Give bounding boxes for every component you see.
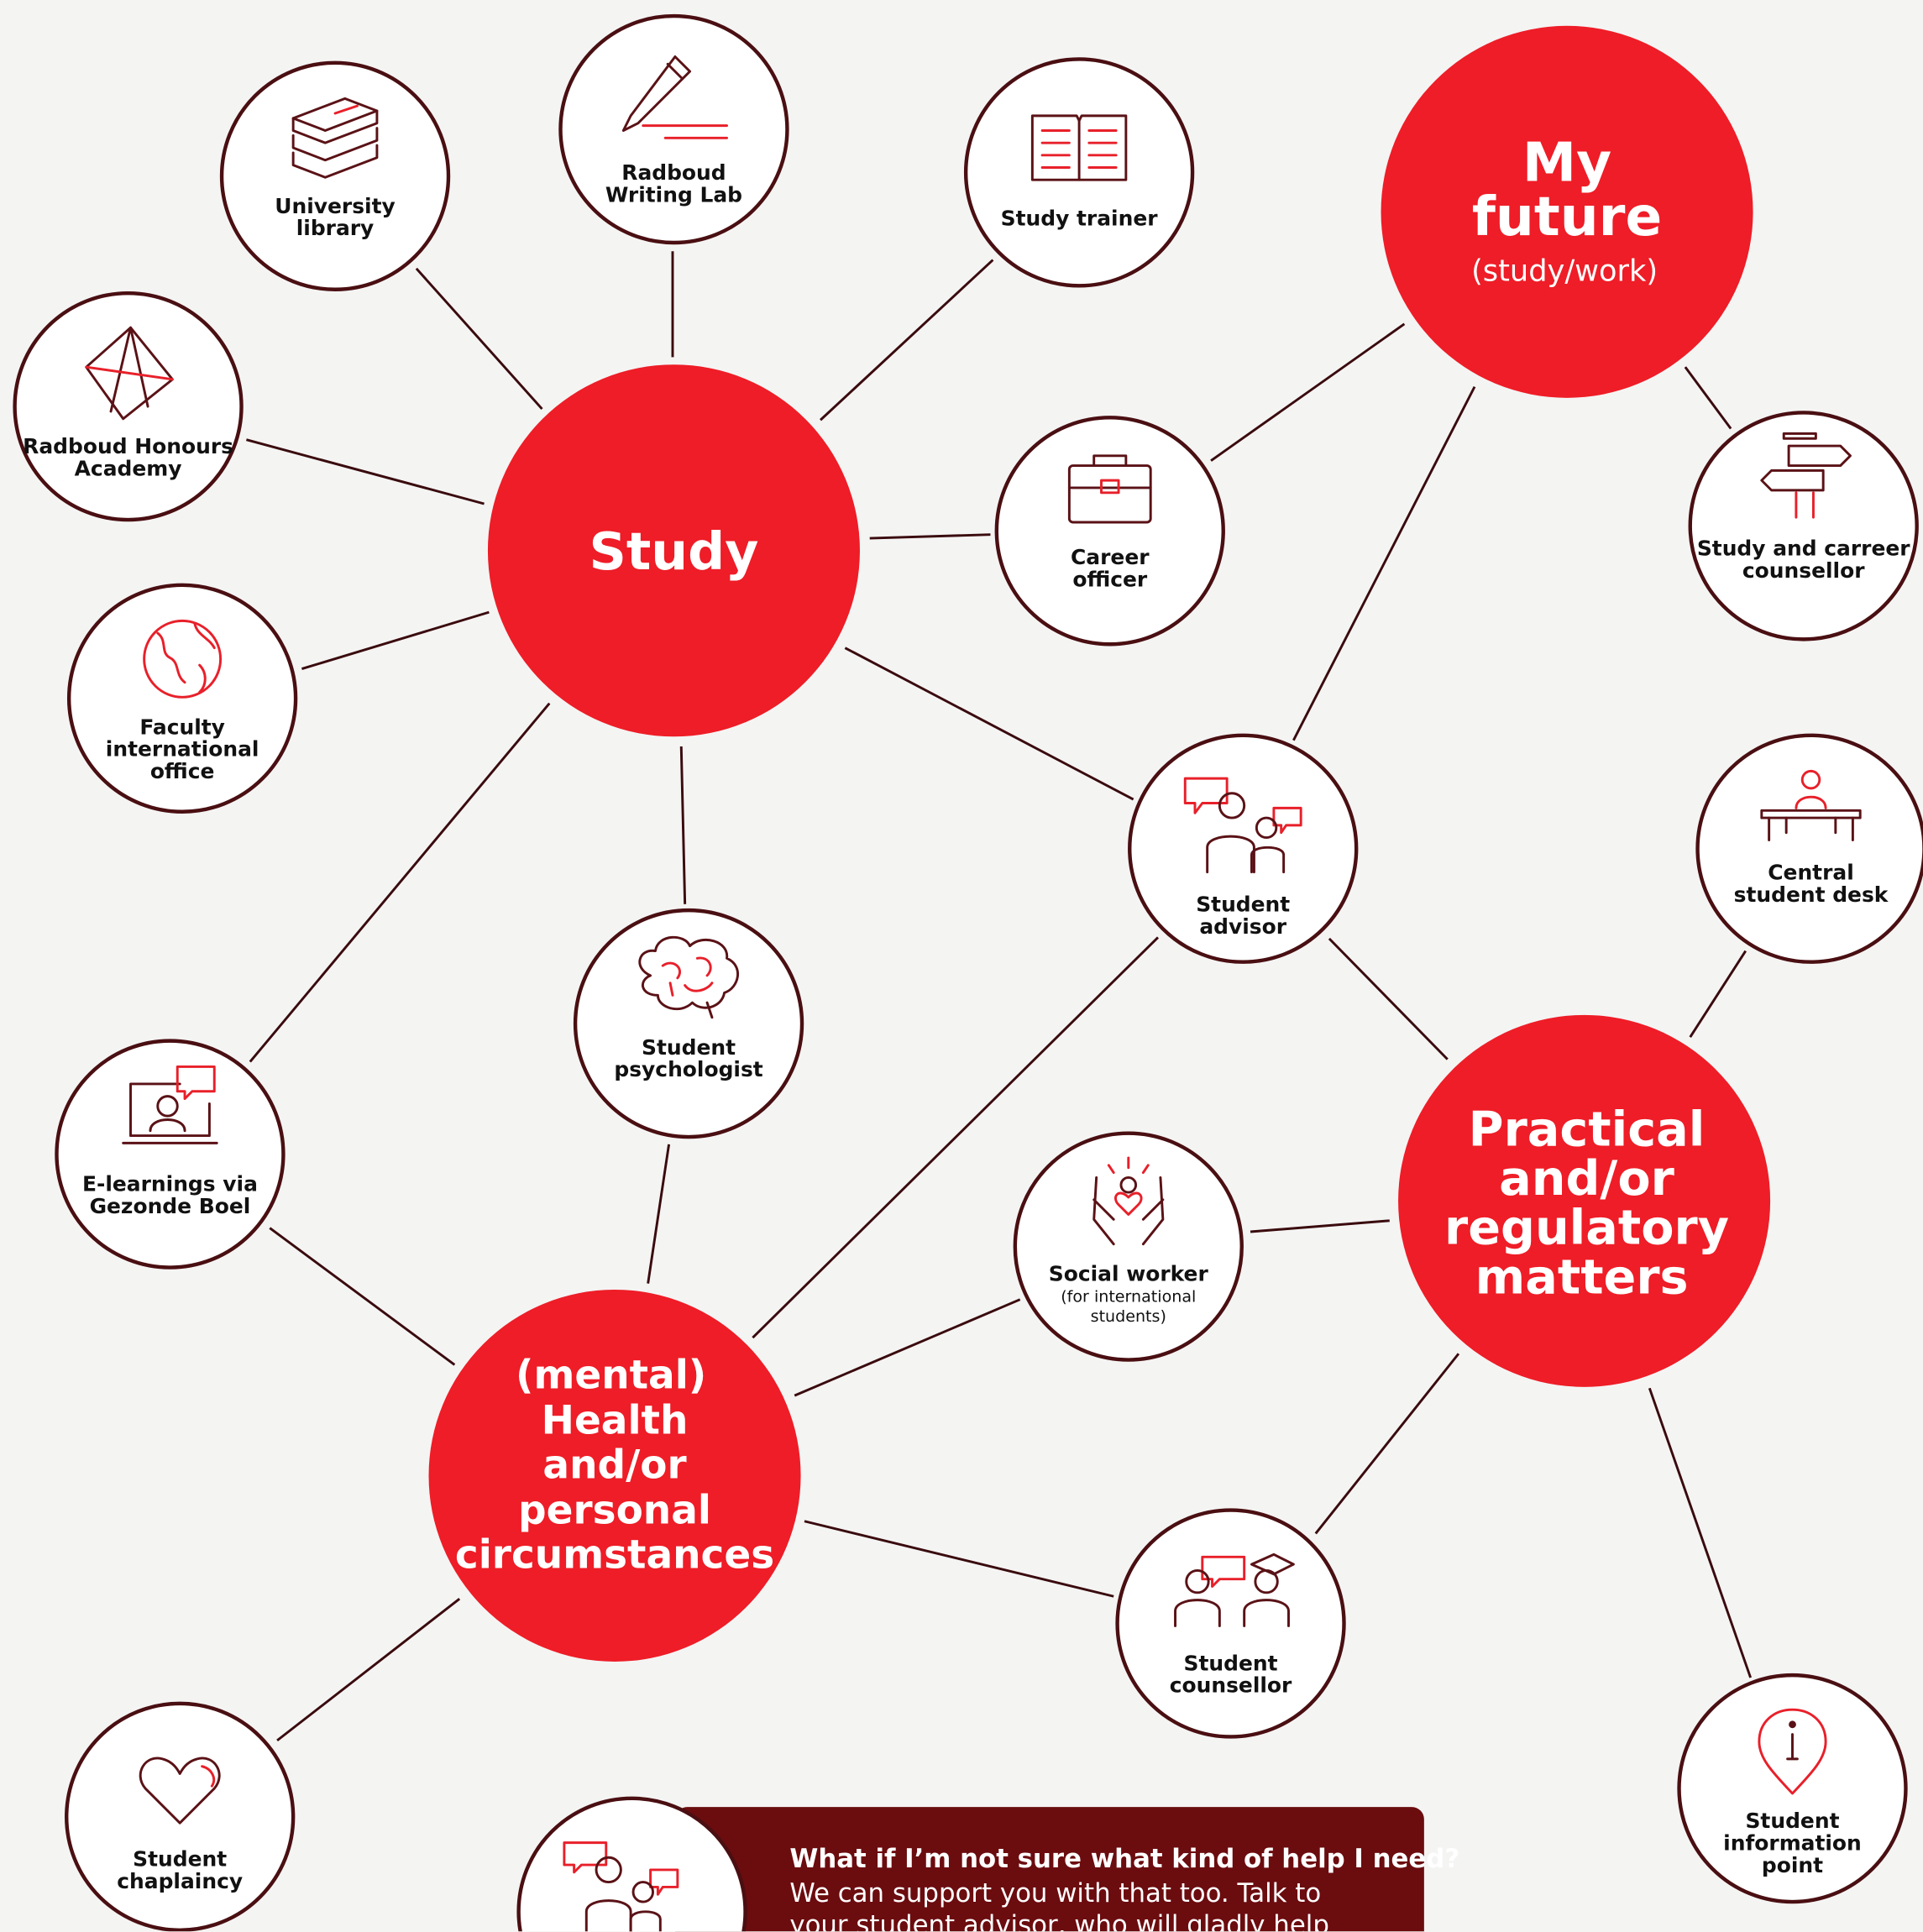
node-study-trainer[interactable]: Study trainer xyxy=(963,57,1195,288)
connectors xyxy=(246,251,1753,1742)
node-social-worker[interactable]: Social worker (for international student… xyxy=(1013,1131,1244,1362)
node-label: office xyxy=(150,759,215,783)
node-label: advisor xyxy=(1199,914,1286,939)
hub-health-label-2: Health xyxy=(542,1398,689,1444)
node-label: Central xyxy=(1768,860,1854,884)
node-student-chaplaincy[interactable]: Student chaplaincy xyxy=(65,1701,296,1932)
node-elearnings[interactable]: E-learnings via Gezonde Boel xyxy=(55,1039,286,1270)
hub-practical-matters[interactable]: Practical and/or regulatory matters xyxy=(1398,1014,1771,1387)
node-label: counsellor xyxy=(1742,558,1865,583)
hub-future-sub: (study/work) xyxy=(1471,254,1658,288)
callout-line-1: We can support you with that too. Talk t… xyxy=(789,1878,1321,1908)
info-pin-icon xyxy=(1758,1708,1827,1795)
brain-icon xyxy=(638,935,740,1019)
node-study-career-counsellor[interactable]: Study and carreer counsellor xyxy=(1688,411,1919,641)
hub-health[interactable]: (mental) Health and/or personal circumst… xyxy=(428,1289,801,1662)
node-label: Career xyxy=(1071,545,1150,569)
node-label: information xyxy=(1723,1830,1862,1855)
node-student-counsellor[interactable]: Student counsellor xyxy=(1115,1508,1346,1739)
node-university-library[interactable]: University library xyxy=(219,60,451,291)
hub-study[interactable]: Study xyxy=(487,364,860,737)
node-label: Study trainer xyxy=(1001,206,1159,230)
node-label: psychologist xyxy=(614,1057,762,1081)
help-callout: What if I’m not sure what kind of help I… xyxy=(674,1807,1459,1932)
node-label: counsellor xyxy=(1170,1673,1292,1698)
signpost-icon xyxy=(1760,432,1852,519)
hub-health-label-3: and/or xyxy=(542,1442,687,1488)
hub-future-label-1: My xyxy=(1522,132,1611,195)
hub-practical-label-2: and/or xyxy=(1499,1151,1674,1207)
diamond-icon xyxy=(85,326,174,421)
node-label: Student xyxy=(133,1847,227,1872)
node-label: University xyxy=(275,194,396,218)
node-label: Student xyxy=(642,1035,736,1060)
node-writing-lab[interactable]: Radboud Writing Lab xyxy=(558,13,789,245)
heart-icon xyxy=(139,1757,221,1825)
people-talking-icon xyxy=(563,1841,679,1932)
node-faculty-international-office[interactable]: Faculty international office xyxy=(66,583,298,814)
node-label: Gezonde Boel xyxy=(90,1194,251,1218)
node-label: Academy xyxy=(75,456,182,480)
reception-desk-icon xyxy=(1760,769,1862,841)
pencil-icon xyxy=(621,55,729,139)
counsellor-graduate-icon xyxy=(1174,1552,1295,1627)
hub-health-label-4: personal xyxy=(518,1488,711,1534)
node-label: chaplaincy xyxy=(117,1869,243,1893)
node-label: Study and carreer xyxy=(1697,537,1910,561)
node-label: Faculty xyxy=(139,715,225,739)
callout-advisor-node[interactable] xyxy=(516,1796,747,1932)
node-label: Radboud Honours xyxy=(23,434,233,458)
globe-icon xyxy=(143,619,223,699)
node-label: student desk xyxy=(1734,882,1889,907)
hub-my-future[interactable]: My future (study/work) xyxy=(1381,25,1753,398)
node-student-psychologist[interactable]: Student psychologist xyxy=(573,908,804,1139)
people-talking-icon xyxy=(1183,777,1302,874)
hub-future-label-2: future xyxy=(1472,186,1662,249)
node-label: Writing Lab xyxy=(605,183,742,207)
hub-practical-label-1: Practical xyxy=(1469,1102,1706,1157)
node-student-information-point[interactable]: Student information point xyxy=(1677,1673,1908,1904)
callout-line-2: your student advisor, who will gladly he… xyxy=(789,1910,1329,1931)
hub-health-label-5: circumstances xyxy=(455,1532,774,1579)
node-label: point xyxy=(1762,1853,1823,1877)
node-honours-academy[interactable]: Radboud Honours Academy xyxy=(13,291,244,522)
node-career-officer[interactable]: Career officer xyxy=(994,416,1225,647)
briefcase-icon xyxy=(1067,454,1152,524)
node-label: international xyxy=(106,737,259,762)
hub-health-label-1: (mental) xyxy=(516,1352,706,1398)
node-label: Radboud xyxy=(621,160,726,185)
hub-practical-label-4: matters xyxy=(1475,1249,1689,1305)
books-icon xyxy=(291,97,379,179)
laptop-chat-icon xyxy=(122,1065,218,1144)
node-sublabel: students) xyxy=(1091,1307,1166,1326)
open-book-icon xyxy=(1030,114,1128,181)
node-label: Social worker xyxy=(1049,1262,1209,1286)
node-label: library xyxy=(296,216,375,240)
node-label: officer xyxy=(1072,567,1148,591)
callout-title: What if I’m not sure what kind of help I… xyxy=(789,1844,1459,1874)
caring-hands-icon xyxy=(1092,1156,1165,1246)
node-student-advisor[interactable]: Student advisor xyxy=(1128,733,1359,964)
node-label: Student xyxy=(1745,1809,1839,1833)
node-sublabel: (for international xyxy=(1061,1288,1196,1306)
hub-study-label: Study xyxy=(589,521,758,582)
hub-practical-label-3: regulatory xyxy=(1444,1201,1729,1256)
node-label: Student xyxy=(1196,893,1290,917)
node-label: Student xyxy=(1184,1651,1278,1675)
node-central-student-desk[interactable]: Central student desk xyxy=(1695,733,1923,964)
node-label: E-learnings via xyxy=(82,1172,258,1196)
